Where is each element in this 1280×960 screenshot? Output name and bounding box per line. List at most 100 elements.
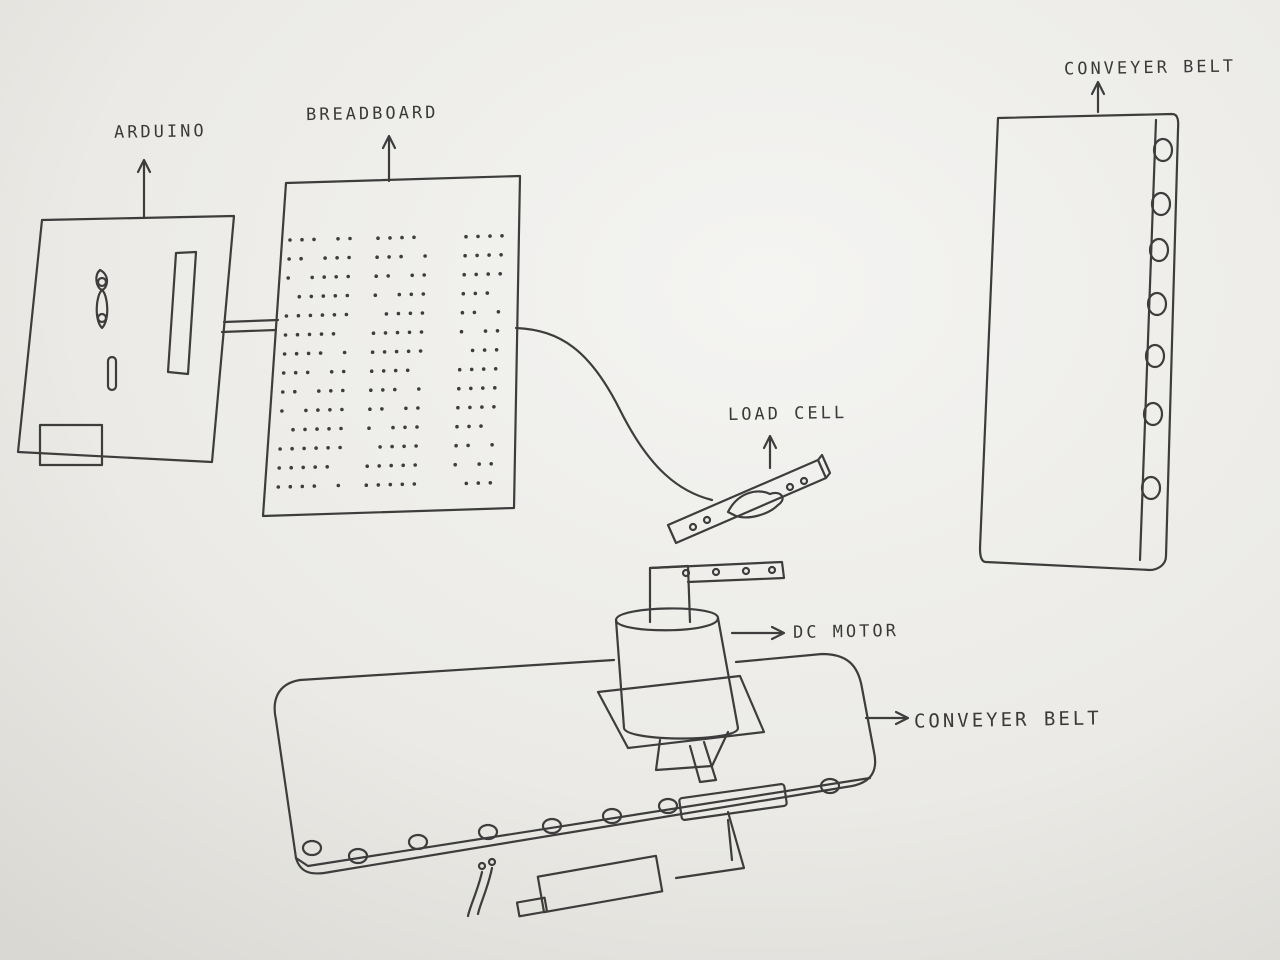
- arduino-board: [16, 214, 236, 467]
- breadboard-hole: [475, 253, 479, 258]
- breadboard-hole: [490, 443, 494, 447]
- breadboard-hole: [499, 253, 503, 257]
- breadboard-hole: [371, 331, 376, 336]
- breadboard-hole: [457, 367, 462, 372]
- breadboard-hole: [383, 331, 388, 335]
- breadboard-hole: [325, 465, 330, 469]
- breadboard-hole: [305, 370, 310, 375]
- breadboard-hole: [466, 443, 470, 448]
- breadboard-hole: [378, 445, 382, 449]
- breadboard-hole: [413, 463, 418, 467]
- breadboard-hole: [282, 352, 287, 356]
- breadboard-hole: [281, 371, 286, 375]
- breadboard-hole: [304, 408, 308, 413]
- breadboard-hole: [457, 386, 461, 391]
- conveyer-belt-label-top: CONVEYER BELT: [1063, 56, 1237, 80]
- breadboard-hole: [336, 483, 341, 488]
- dc-motor-label: DC MOTOR: [792, 621, 900, 643]
- breadboard-hole: [280, 409, 284, 413]
- breadboard-hole: [348, 236, 352, 241]
- breadboard-hole: [387, 255, 391, 259]
- breadboard-hole: [403, 425, 407, 430]
- breadboard-hole: [388, 482, 393, 487]
- breadboard-hole: [400, 235, 404, 240]
- breadboard-hole: [329, 389, 333, 393]
- breadboard-hole: [474, 272, 479, 277]
- breadboard-hole: [486, 272, 491, 276]
- right-conveyer-arrow: [1090, 80, 1106, 114]
- breadboard-hole: [312, 484, 317, 488]
- belt-roller: [819, 777, 841, 795]
- breadboard-hole: [327, 427, 331, 431]
- breadboard-hole: [306, 351, 311, 356]
- breadboard-hole: [284, 314, 289, 318]
- breadboard-hole: [469, 367, 474, 372]
- breadboard-hole: [384, 312, 389, 316]
- load-cell-arrow: [762, 434, 778, 470]
- breadboard-hole: [339, 426, 343, 431]
- breadboard-hole: [418, 349, 423, 353]
- breadboard-hole: [317, 389, 321, 393]
- breadboard-hole: [301, 465, 306, 470]
- breadboard-hole: [297, 294, 302, 299]
- breadboard-hole: [333, 294, 338, 298]
- breadboard-hole: [380, 407, 384, 411]
- breadboard-hole: [329, 370, 334, 374]
- breadboard-hole: [369, 369, 374, 374]
- breadboard-hole: [382, 350, 387, 354]
- breadboard-hole: [310, 275, 315, 280]
- breadboard-hole: [323, 256, 327, 260]
- breadboard-hole: [417, 387, 421, 391]
- breadboard-hole: [420, 311, 425, 315]
- breadboard-label: BREADBOARD: [305, 102, 439, 126]
- breadboard-hole: [496, 310, 501, 314]
- breadboard-hole: [402, 444, 406, 449]
- right-belt-rollers: [1140, 137, 1174, 501]
- breadboard-hole: [320, 313, 325, 317]
- breadboard-hole: [406, 349, 411, 354]
- belt-roller: [1152, 137, 1174, 163]
- breadboard-hole: [307, 332, 312, 337]
- breadboard-hole: [421, 292, 426, 296]
- breadboard-hole: [369, 388, 373, 393]
- motor-arm: [648, 560, 786, 624]
- dc-motor: [596, 607, 766, 784]
- breadboard-hole: [335, 255, 339, 260]
- breadboard-hole: [461, 291, 466, 296]
- breadboard-hole: [313, 465, 318, 469]
- breadboard-hole: [468, 405, 472, 410]
- breadboard-hole: [293, 389, 297, 394]
- breadboard-hole: [469, 386, 473, 391]
- breadboard-hole: [319, 332, 324, 336]
- breadboard-hole: [395, 330, 400, 335]
- breadboard-hole: [318, 351, 323, 355]
- breadboard-hole: [340, 407, 344, 412]
- breadboard-hole: [281, 390, 285, 394]
- breadboard-hole: [373, 293, 378, 298]
- belt-roller: [477, 823, 499, 841]
- breadboard-hole: [365, 464, 370, 469]
- breadboard-hole: [312, 237, 316, 242]
- breadboard-hole: [493, 367, 498, 371]
- breadboard-hole: [303, 427, 307, 432]
- breadboard-hole: [347, 255, 351, 260]
- breadboard-hole: [459, 329, 464, 334]
- bottom-conveyer-belt: [273, 652, 877, 918]
- breadboard-hole: [488, 234, 492, 238]
- load-cell-wire: [514, 326, 714, 502]
- breadboard-hole: [276, 485, 281, 489]
- breadboard-hole: [370, 350, 375, 355]
- load-cell-label: LOAD CELL: [727, 402, 848, 426]
- breadboard-hole: [341, 369, 346, 374]
- belt-roller: [657, 797, 679, 815]
- breadboard-hole: [332, 313, 337, 317]
- arduino-breadboard-connector: [220, 318, 280, 334]
- breadboard-hole: [341, 388, 345, 393]
- breadboard-hole: [397, 292, 402, 297]
- dc-motor-arrow: [730, 625, 786, 641]
- breadboard-hole: [399, 254, 403, 259]
- breadboard-holes: [276, 234, 504, 489]
- breadboard-hole: [375, 255, 379, 259]
